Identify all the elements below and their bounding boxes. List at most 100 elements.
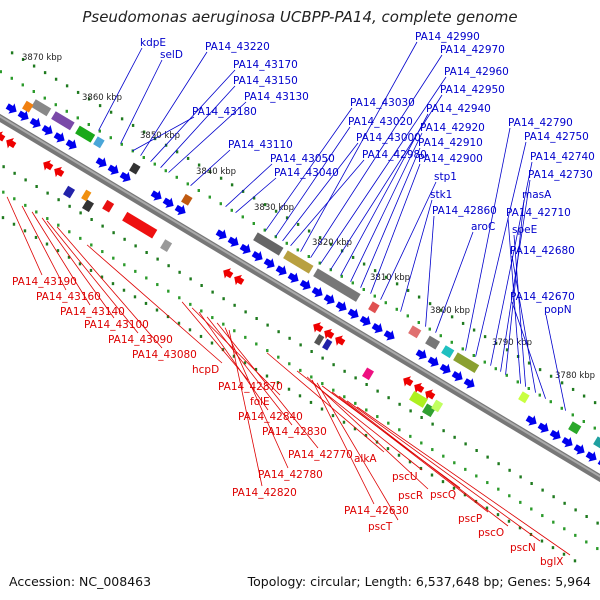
- feature-dot: [288, 336, 291, 340]
- forward-gene-label: masA: [522, 189, 552, 201]
- feature-dot: [120, 142, 123, 146]
- forward-gene-label: PA14_42790: [508, 117, 573, 129]
- reverse-leader-line: [228, 329, 263, 487]
- feature-dot: [450, 340, 453, 344]
- feature-dot: [76, 90, 80, 94]
- feature-dot: [243, 361, 247, 365]
- feature-dot: [299, 343, 302, 347]
- forward-gene-arrow: [311, 286, 323, 298]
- kbp-label: 3780 kbp: [555, 371, 595, 381]
- feature-dot: [65, 84, 69, 88]
- forward-leader-line: [511, 255, 536, 393]
- forward-gene-arrow: [287, 272, 299, 283]
- feature-dot: [153, 162, 156, 166]
- feature-dot: [68, 204, 71, 208]
- feature-dot: [208, 170, 212, 174]
- feature-dot: [373, 294, 376, 298]
- feature-dot: [43, 71, 47, 75]
- feature-dot: [549, 400, 552, 404]
- feature-dot: [486, 455, 489, 459]
- feature-dot: [10, 51, 14, 55]
- feature-dot: [320, 407, 324, 411]
- feature-dot: [186, 156, 190, 160]
- kbp-label: 3830 kbp: [254, 203, 294, 213]
- feature-dot: [398, 402, 401, 406]
- feature-dot: [354, 401, 357, 405]
- feature-dot: [408, 460, 412, 464]
- reverse-gene-arrow: [54, 166, 65, 178]
- forward-leader-line: [380, 181, 437, 300]
- feature-dot: [76, 116, 79, 120]
- feature-dot: [156, 283, 159, 287]
- feature-dot: [419, 466, 423, 470]
- feature-dot: [386, 447, 390, 451]
- feature-dot: [199, 334, 203, 338]
- forward-gene-arrow: [537, 422, 549, 433]
- forward-leader-line: [425, 215, 435, 327]
- feature-dot-tracks: [0, 51, 599, 563]
- forward-leader-line: [435, 231, 474, 333]
- forward-leader-line: [511, 301, 546, 399]
- feature-dot: [276, 381, 280, 385]
- reverse-leader-line: [356, 406, 571, 556]
- feature-dot: [112, 256, 115, 260]
- forward-gene-arrow: [335, 301, 347, 312]
- reverse-gene-label: folE: [250, 396, 270, 408]
- forward-gene-arrow: [29, 117, 41, 129]
- forward-gene-label: PA14_42920: [420, 122, 485, 134]
- feature-dot: [219, 202, 222, 206]
- feature-dot: [100, 275, 104, 279]
- forward-feature-box: [425, 335, 441, 350]
- feature-dot: [472, 354, 475, 357]
- feature-dot: [582, 420, 585, 423]
- feature-dot: [21, 83, 24, 87]
- feature-dot: [299, 368, 302, 372]
- reverse-feature-box: [361, 367, 374, 381]
- feature-dot: [442, 429, 445, 433]
- feature-dot: [452, 486, 456, 490]
- feature-dot: [12, 222, 16, 226]
- feature-dot: [307, 255, 310, 258]
- feature-dot: [486, 481, 489, 485]
- forward-gene-label: PA14_42680: [510, 245, 575, 257]
- feature-dot: [32, 90, 35, 93]
- reverse-leader-line: [346, 400, 541, 542]
- feature-dot: [332, 388, 335, 392]
- forward-gene-label: PA14_42670: [510, 291, 575, 303]
- feature-dot: [156, 257, 159, 261]
- reverse-gene-label: pscP: [458, 513, 482, 525]
- feature-dot: [343, 395, 346, 399]
- map-title: Pseudomonas aeruginosa UCBPP-PA14, compl…: [82, 8, 518, 26]
- feature-dot: [101, 250, 104, 254]
- feature-dot: [98, 104, 102, 108]
- reverse-gene-arrow: [234, 274, 245, 286]
- forward-feature-box: [51, 111, 75, 131]
- feature-dot: [362, 288, 365, 291]
- forward-gene-label: stk1: [430, 189, 452, 201]
- forward-leader-line: [320, 76, 447, 264]
- feature-dot: [417, 321, 420, 324]
- feature-dot: [309, 400, 313, 404]
- feature-dot: [505, 373, 508, 377]
- feature-dot: [596, 547, 599, 551]
- feature-dot: [373, 269, 377, 273]
- feature-dot: [142, 156, 145, 159]
- kbp-label: 3790 kbp: [492, 338, 532, 348]
- forward-gene-arrow: [239, 243, 251, 255]
- feature-dot: [527, 387, 530, 390]
- feature-dot: [230, 208, 233, 212]
- reverse-feature-box: [160, 239, 173, 252]
- feature-dot: [142, 130, 146, 134]
- feature-dot: [230, 183, 234, 187]
- feature-dot: [296, 222, 300, 226]
- feature-dot: [35, 185, 38, 188]
- feature-dot: [395, 282, 399, 286]
- feature-dot: [266, 349, 269, 353]
- reverse-gene-label: pscN: [510, 542, 536, 554]
- feature-dot: [90, 243, 93, 247]
- forward-gene-label: PA14_43180: [192, 106, 257, 118]
- reverse-feature-box: [81, 199, 94, 213]
- feature-dot: [538, 368, 542, 372]
- reverse-gene-arrow: [313, 322, 324, 333]
- feature-dot: [13, 197, 16, 201]
